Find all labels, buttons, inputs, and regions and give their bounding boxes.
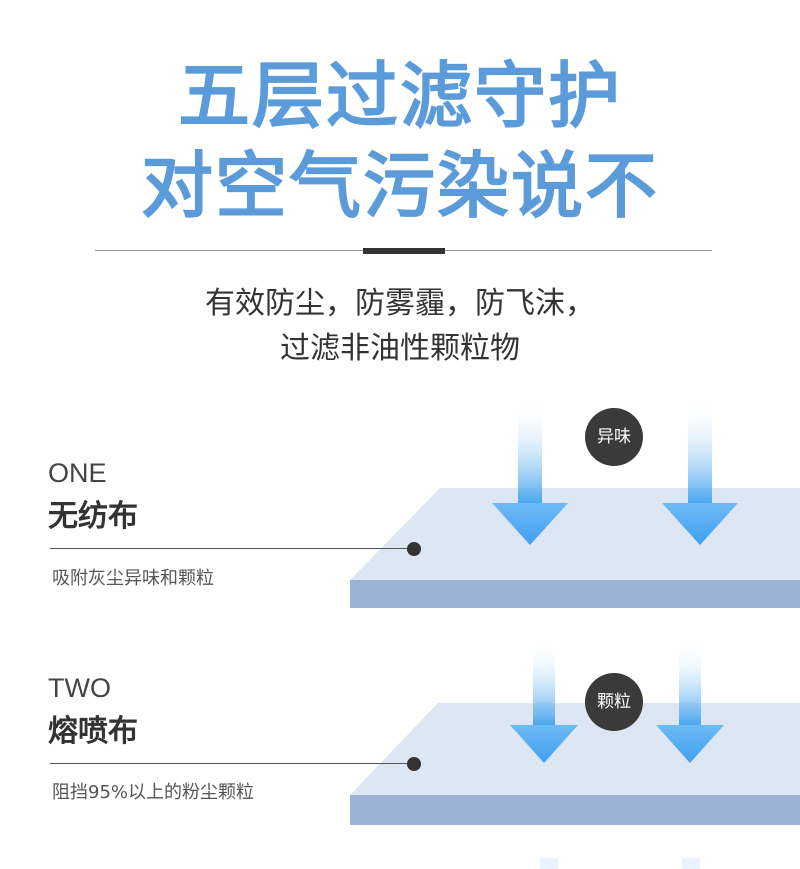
layer-one-dot: [407, 542, 421, 556]
layer-two-description: 阻挡95%以上的粉尘颗粒: [52, 782, 255, 803]
page-title-line1: 五层过滤守护: [177, 54, 622, 138]
layer-one-arrow-left: [492, 400, 568, 545]
layer-one-description: 吸附灰尘异味和颗粒: [52, 568, 214, 589]
subtitle-line2: 过滤非油性颗粒物: [280, 331, 520, 366]
particle-badge: 颗粒: [585, 673, 643, 731]
layer-one-name: 无纺布: [48, 499, 138, 534]
layer-two-leader-line: [50, 763, 412, 764]
page-title-line2: 对空气污染说不: [140, 144, 659, 228]
layer-one-arrow-right: [662, 400, 738, 545]
layer-one-label: ONE: [48, 458, 107, 488]
layer-two-arrow-right: [656, 640, 724, 763]
layer-two-dot: [407, 757, 421, 771]
divider-accent: [363, 248, 445, 254]
next-layer-arrow-hint: [540, 858, 700, 869]
odor-badge: 异味: [585, 408, 643, 466]
layer-two-name: 熔喷布: [48, 714, 138, 749]
subtitle-line1: 有效防尘，防雾霾，防飞沫，: [205, 286, 595, 321]
layer-two-arrow-left: [510, 640, 578, 763]
layer-two-label: TWO: [48, 673, 111, 703]
layer-one-leader-line: [50, 548, 412, 549]
